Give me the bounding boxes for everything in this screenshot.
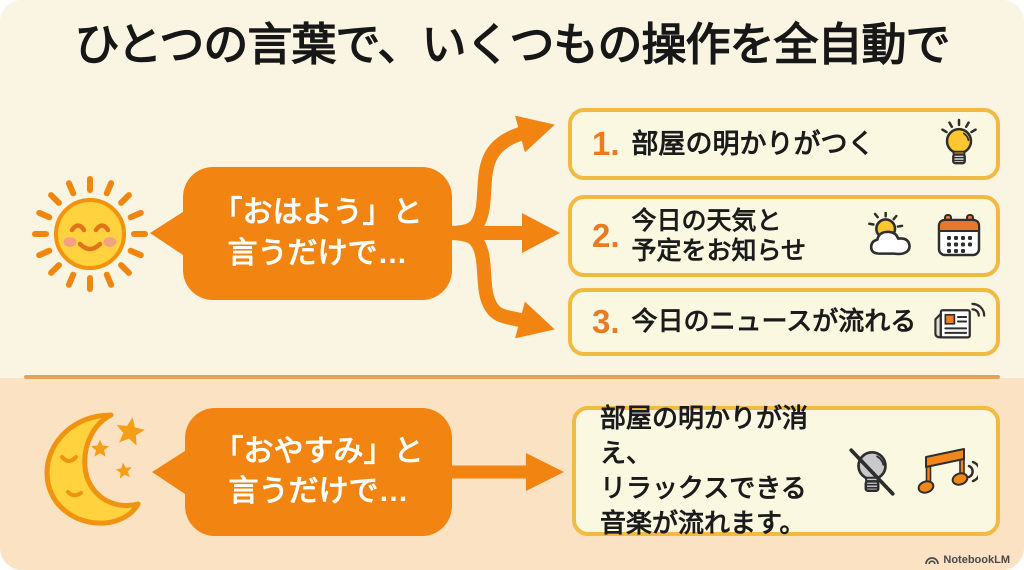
page-title: ひとつの言葉で、いくつもの操作を全自動で [74, 19, 950, 70]
notebooklm-logo-icon [925, 557, 940, 565]
morning-action-2-box: 2. 今日の天気と 予定をお知らせ [568, 195, 1000, 277]
night-trigger-bubble: 「おやすみ」と 言うだけで… [185, 408, 452, 536]
night-bubble-tail [152, 449, 188, 496]
section-divider [24, 375, 1000, 379]
action-text: 今日のニュースが流れる [631, 306, 917, 337]
action-text: 部屋の明かりがつく [631, 128, 875, 159]
action-number: 3. [592, 303, 620, 340]
night-trigger-line2: 言うだけで… [228, 475, 409, 508]
result-line1: 部屋の明かりが消え、 [600, 402, 809, 468]
morning-trigger-bubble: 「おはよう」と 言うだけで… [183, 167, 452, 300]
morning-action-1-box: 1. 部屋の明かりがつく [568, 108, 1000, 180]
lightbulb-off-icon [849, 448, 895, 496]
night-result-box: 部屋の明かりが消え、 リラックスできる 音楽が流れます。 [572, 403, 1000, 538]
watermark-label: NotebookLM [943, 554, 1010, 566]
sun-behind-cloud-icon [868, 212, 911, 256]
morning-trigger-line1: 「おはよう」と [212, 196, 423, 229]
watermark: NotebookLM [925, 554, 1010, 566]
morning-bubble-tail [150, 210, 186, 257]
calendar-icon [937, 214, 981, 257]
newspaper-broadcast-icon [934, 302, 986, 339]
action-text-line2: 予定をお知らせ [631, 237, 807, 265]
sleeping-moon-stars-icon [44, 412, 145, 526]
music-note-icon [917, 448, 978, 494]
action-number: 2. [592, 217, 620, 254]
night-trigger-line1: 「おやすみ」と [213, 434, 424, 468]
morning-trigger-line2: 言うだけで… [227, 236, 408, 270]
action-number: 1. [592, 125, 620, 162]
result-line3: 音楽が流れます。 [600, 508, 806, 539]
branch-arrows-icon [441, 115, 560, 339]
smiling-sun-icon [32, 176, 148, 292]
right-arrow-icon [448, 453, 564, 491]
morning-action-3-box: 3. 今日のニュースが流れる [568, 288, 1000, 356]
result-line2: リラックスできる [600, 473, 807, 503]
lightbulb-on-icon [941, 118, 977, 165]
action-text-line1: 今日の天気と [631, 206, 782, 235]
